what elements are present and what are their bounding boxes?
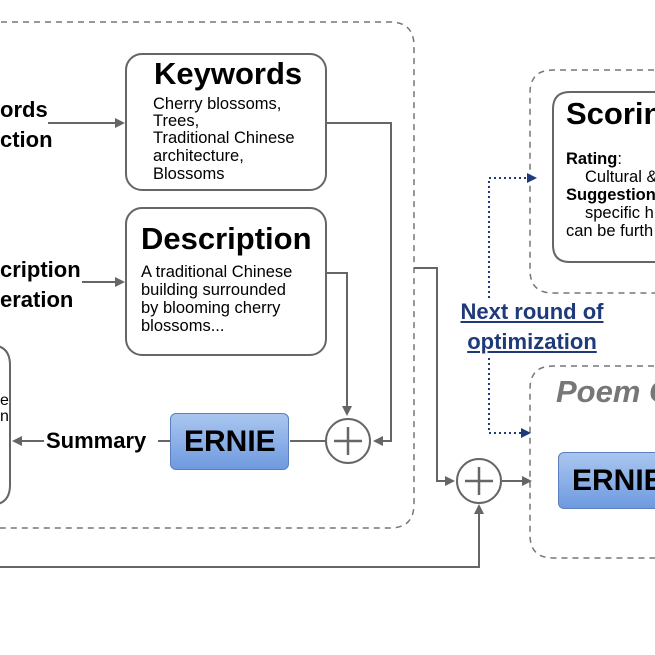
- description-to-plus-line: [326, 272, 352, 416]
- next-round-label-line1: Next round of: [460, 299, 604, 324]
- keywords-card-line1: Cherry blossoms,: [153, 95, 282, 113]
- scoring-card-border: [552, 91, 655, 263]
- description-card-title: Description: [141, 221, 312, 256]
- ernie-summarizer-box: ERNIE: [170, 413, 289, 470]
- description-card-line1: A traditional Chinese: [141, 263, 293, 281]
- poem-box-title: Poem G: [556, 374, 655, 409]
- poem-dashed-border: [529, 365, 655, 559]
- scoring-card-title: Scorin: [566, 96, 655, 131]
- description-generation-label-line1: cription: [0, 257, 81, 282]
- description-card-line2: building surrounded: [141, 281, 286, 299]
- scoring-suggestion-label: Suggestion: [566, 186, 655, 204]
- summary-label: Summary: [46, 428, 147, 453]
- optimization-loop-upper: [488, 173, 537, 298]
- keywords-card-line3: Traditional Chinese: [153, 129, 295, 147]
- keywords-to-plus-line: [326, 122, 392, 446]
- stage-to-plus2-line: [414, 267, 455, 486]
- scoring-rating-label: Rating: [566, 150, 618, 168]
- optimization-loop-lower: [488, 358, 531, 438]
- keywords-card-line2: Trees,: [153, 112, 200, 130]
- keywords-card-title: Keywords: [154, 56, 303, 91]
- left-box-text-line1: e: [0, 392, 9, 409]
- description-card-line4: blossoms...: [141, 317, 225, 335]
- left-partial-box-border: [0, 345, 11, 505]
- keywords-card-line5: Blossoms: [153, 165, 225, 183]
- left-stage-dashed-border: [0, 21, 415, 529]
- scoring-rating-colon: :: [617, 150, 622, 168]
- keywords-card-line4: architecture,: [153, 147, 244, 165]
- keywords-extraction-label-line2: ction: [0, 127, 53, 152]
- description-card-line3: by blooming cherry: [141, 299, 281, 317]
- description-card-border: [125, 207, 327, 356]
- scoring-rating-line: Rating:: [566, 150, 622, 168]
- scoring-dashed-border: [529, 69, 655, 294]
- ernie-poem-box: ERNIE: [558, 452, 655, 509]
- left-box-text-line2: n: [0, 408, 9, 425]
- keywords-extraction-label-line1: ords: [0, 97, 48, 122]
- description-generation-label-line2: eration: [0, 287, 74, 312]
- scoring-suggestion-line1: specific h: [585, 204, 654, 222]
- scoring-suggestion-line2: can be furth: [566, 222, 654, 240]
- next-round-label-line2: optimization: [467, 329, 597, 354]
- bottom-to-plus2-line: [0, 504, 484, 568]
- scoring-rating-value: Cultural &: [585, 168, 655, 186]
